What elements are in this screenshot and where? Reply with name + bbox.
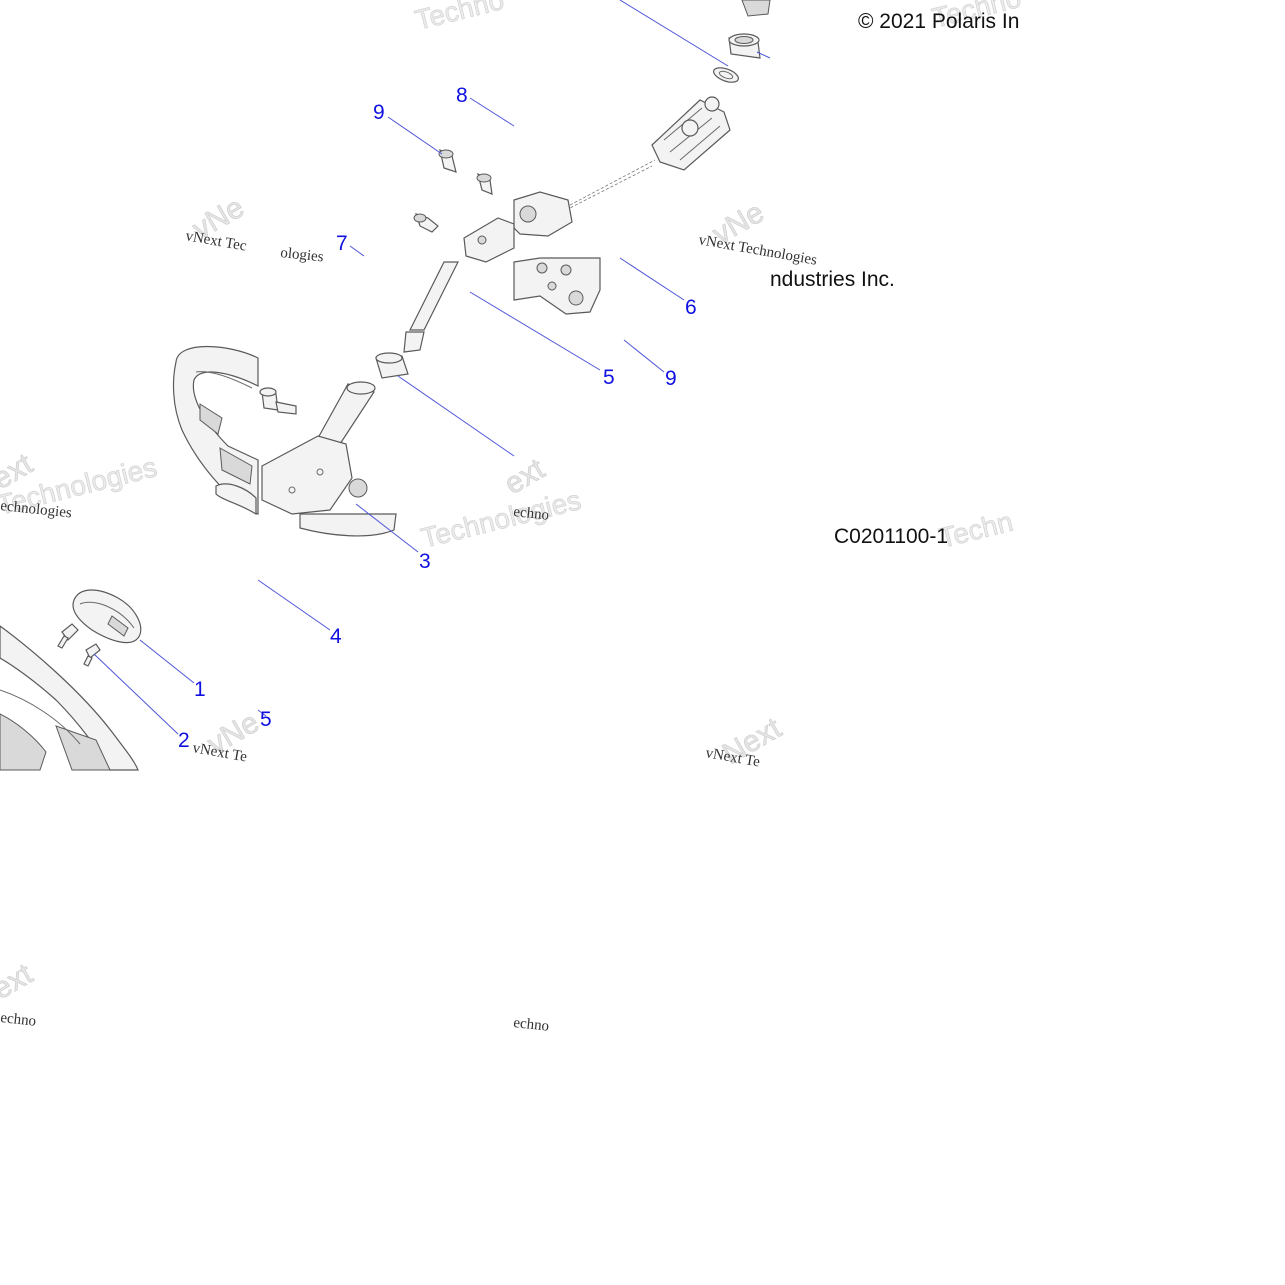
bolt-7 bbox=[413, 213, 439, 233]
steering-wheel bbox=[172, 346, 259, 516]
watermark-ext-lowleft: ext bbox=[0, 957, 39, 1006]
callout-5-lower: 5 bbox=[260, 708, 272, 731]
callout-numbers: 1 2 3 4 5 5 6 7 8 9 9 bbox=[178, 84, 697, 752]
mounting-bracket bbox=[513, 257, 601, 315]
callout-9-upper: 9 bbox=[373, 101, 385, 124]
leader-line-7 bbox=[349, 245, 365, 257]
leader-line-1 bbox=[139, 639, 195, 684]
leader-line-8 bbox=[469, 97, 515, 127]
clip-part bbox=[741, 0, 771, 17]
steering-column-shaft bbox=[403, 217, 515, 353]
steering-wheel-rim-bottom bbox=[0, 625, 139, 771]
screw-upper bbox=[57, 623, 79, 649]
center-cover bbox=[72, 589, 142, 644]
blank-tile-masks bbox=[514, 0, 771, 258]
watermark-layer: Techno Techno vNe vNext Tec ologies vNe … bbox=[0, 0, 1024, 1035]
callout-2: 2 bbox=[178, 729, 190, 752]
upper-column-parts bbox=[513, 0, 771, 315]
leader-line-5b bbox=[257, 709, 267, 717]
wheel-cover-assembly bbox=[0, 589, 142, 771]
leader-line-bushing bbox=[756, 51, 771, 59]
copyright-text: © 2021 Polaris In bbox=[858, 10, 1019, 33]
watermark-echno-center: echno bbox=[513, 504, 550, 524]
column-bushing bbox=[375, 352, 409, 379]
watermark-echnologies-farleft: echnologies bbox=[0, 498, 73, 521]
watermark-echno-lowcenter: echno bbox=[513, 1015, 550, 1035]
watermark-echno-lowleft: echno bbox=[0, 1010, 37, 1030]
leader-line-9b bbox=[623, 339, 665, 373]
watermark-ologies-left: ologies bbox=[280, 245, 325, 265]
leader-line-4 bbox=[257, 579, 331, 631]
diagram-code: C0201100-1 bbox=[834, 525, 948, 548]
callout-6: 6 bbox=[685, 296, 697, 319]
callout-3: 3 bbox=[419, 550, 431, 573]
leader-line-9a bbox=[387, 116, 443, 155]
column-tube bbox=[261, 381, 376, 515]
leader-line-2 bbox=[93, 653, 179, 735]
callout-8: 8 bbox=[456, 84, 468, 107]
leader-line-bushing-lower bbox=[397, 375, 515, 457]
bolt-9-middle bbox=[476, 172, 493, 195]
watermark-techno-top: Techno bbox=[412, 0, 507, 36]
wheel-stud bbox=[259, 387, 297, 415]
screw-lower bbox=[83, 643, 101, 667]
leader-line-top bbox=[619, 0, 729, 67]
intermediate-shaft bbox=[565, 159, 656, 211]
copyright-fragment-text: ndustries Inc. bbox=[770, 268, 895, 291]
callout-9-lower: 9 bbox=[665, 367, 677, 390]
callout-7: 7 bbox=[336, 232, 348, 255]
leader-line-5a bbox=[469, 291, 601, 371]
callout-4: 4 bbox=[330, 625, 342, 648]
leader-line-3 bbox=[355, 503, 419, 553]
callout-1: 1 bbox=[194, 678, 206, 701]
wheel-rim-lower bbox=[299, 513, 397, 537]
upper-bushing bbox=[728, 33, 761, 59]
lower-yoke bbox=[513, 191, 573, 237]
leader-lines bbox=[93, 0, 771, 735]
universal-joint bbox=[651, 96, 731, 171]
column-assembly bbox=[172, 148, 515, 537]
leader-line-6 bbox=[619, 257, 685, 301]
bolt-9-upper bbox=[438, 148, 457, 173]
callout-5-upper: 5 bbox=[603, 366, 615, 389]
watermark-technologies-center: Technologies bbox=[418, 484, 584, 554]
